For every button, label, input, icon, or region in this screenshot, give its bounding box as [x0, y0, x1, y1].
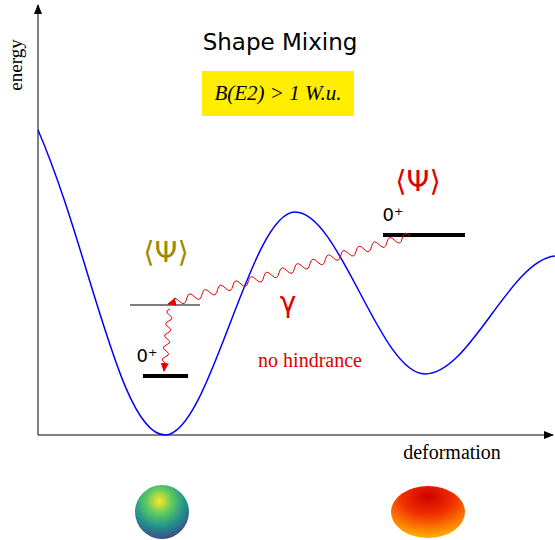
axis-label: energy [6, 39, 25, 90]
y-axis [38, 5, 39, 435]
excited-level [130, 304, 200, 305]
potential-curve [38, 130, 555, 435]
gamma-label: γ [278, 289, 299, 317]
deformed-level [383, 233, 465, 237]
title: Shape Mixing [203, 31, 358, 54]
math-label: B(E2) > 1 W.u. [214, 83, 341, 104]
note-label: no hindrance [258, 350, 362, 370]
axis-label: deformation [403, 442, 501, 462]
deformed-shape [391, 486, 465, 538]
ground-level [143, 374, 188, 378]
gamma-wave [162, 309, 171, 371]
spin-label: 0⁺ [383, 206, 404, 224]
state-label: ⟨Ψ⟩ [143, 238, 188, 267]
state-label: ⟨Ψ⟩ [395, 167, 440, 196]
highlight-box: B(E2) > 1 W.u. [202, 71, 353, 116]
spin-label: 0⁺ [137, 347, 158, 365]
x-axis [38, 435, 553, 436]
spherical-shape [135, 485, 189, 539]
